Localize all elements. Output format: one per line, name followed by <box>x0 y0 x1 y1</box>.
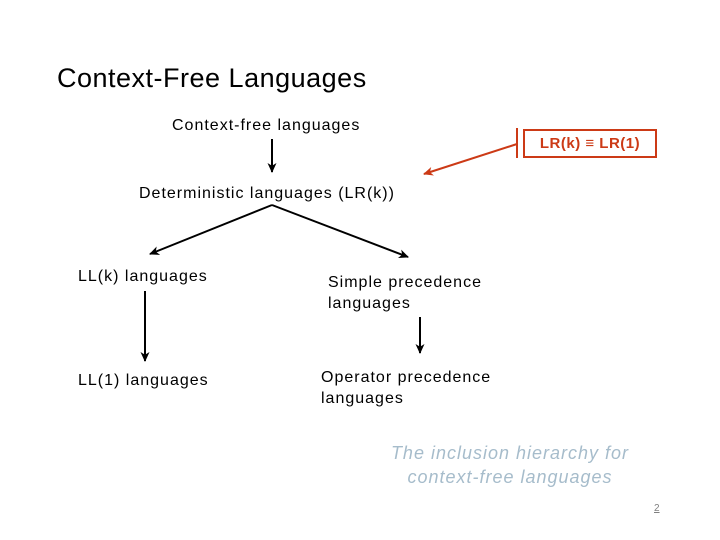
slide-caption: The inclusion hierarchy for context-free… <box>345 441 675 489</box>
node-ll1-languages: LL(1) languages <box>78 372 209 389</box>
node-operator-precedence-languages: Operator precedence languages <box>321 367 491 409</box>
node-llk-languages: LL(k) languages <box>78 268 208 285</box>
caption-line1: The inclusion hierarchy for <box>390 443 630 463</box>
page-number: 2 <box>654 503 660 514</box>
node-simple-precedence-line1: Simple precedence <box>328 274 482 291</box>
node-deterministic-languages: Deterministic languages (LR(k)) <box>139 185 395 202</box>
caption-line2: context-free languages <box>407 467 613 487</box>
node-operator-precedence-line1: Operator precedence <box>321 369 492 386</box>
callout-lrk-equiv-lr1: LR(k) ≡ LR(1) <box>523 129 657 158</box>
arrow-deterministic-to-llk <box>149 204 273 255</box>
callout-pointer-arrow <box>423 143 518 176</box>
node-simple-precedence-line2: languages <box>328 295 411 312</box>
page-title: Context-Free Languages <box>57 63 367 93</box>
node-operator-precedence-line2: languages <box>321 390 404 407</box>
node-simple-precedence-languages: Simple precedence languages <box>328 272 482 314</box>
arrow-deterministic-to-simple-precedence <box>271 204 409 258</box>
callout-label: LR(k) ≡ LR(1) <box>539 135 641 152</box>
node-context-free-languages: Context-free languages <box>172 117 361 134</box>
